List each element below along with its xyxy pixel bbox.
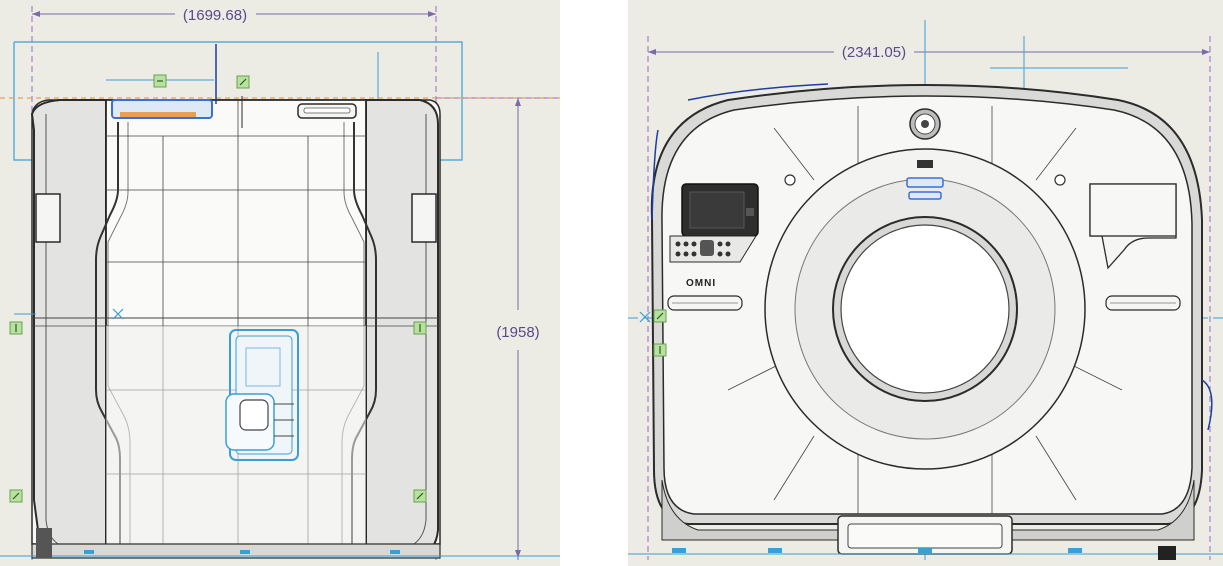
side-lug-left: [35, 193, 61, 243]
side-lug-right: [411, 193, 437, 243]
origin-marker: [14, 308, 124, 320]
top-handle-right: [297, 103, 357, 119]
side-view-drawing: (1699.68) (1958): [0, 6, 560, 560]
center-button-upper: [906, 177, 944, 188]
laser-port-left: [784, 174, 796, 186]
top-handle-left: [111, 99, 213, 119]
width-dimension-label: (1699.68): [183, 7, 247, 24]
sketch-curve: [1201, 379, 1213, 431]
laser-port-right: [1054, 174, 1066, 186]
viewport-gap: [560, 0, 628, 566]
front-view-drawing: (2341.05): [628, 20, 1223, 560]
gantry-base: [628, 515, 1223, 560]
center-button-lower: [908, 191, 942, 200]
front-width-dimension: (2341.05): [647, 36, 1211, 560]
height-dimension-label: (1958): [496, 324, 539, 341]
gantry-bore: [764, 148, 1086, 470]
side-control-panel-sketch: [225, 329, 299, 461]
control-display-panel: [681, 183, 759, 237]
logo-emblem-icon: [909, 108, 941, 140]
front-view-viewport: (2341.05): [628, 0, 1223, 566]
right-side-box: [1089, 183, 1177, 270]
indicator-light: [917, 160, 933, 168]
sketch-outline-top: [13, 41, 463, 161]
side-view-viewport: (1699.68) (1958): [0, 0, 560, 566]
front-width-dimension-label: (2341.05): [842, 44, 906, 61]
height-dimension: (1958): [436, 97, 560, 560]
brand-label: OMNI: [686, 278, 716, 289]
front-origin-marker: [639, 311, 651, 323]
control-keypad: [669, 235, 757, 263]
